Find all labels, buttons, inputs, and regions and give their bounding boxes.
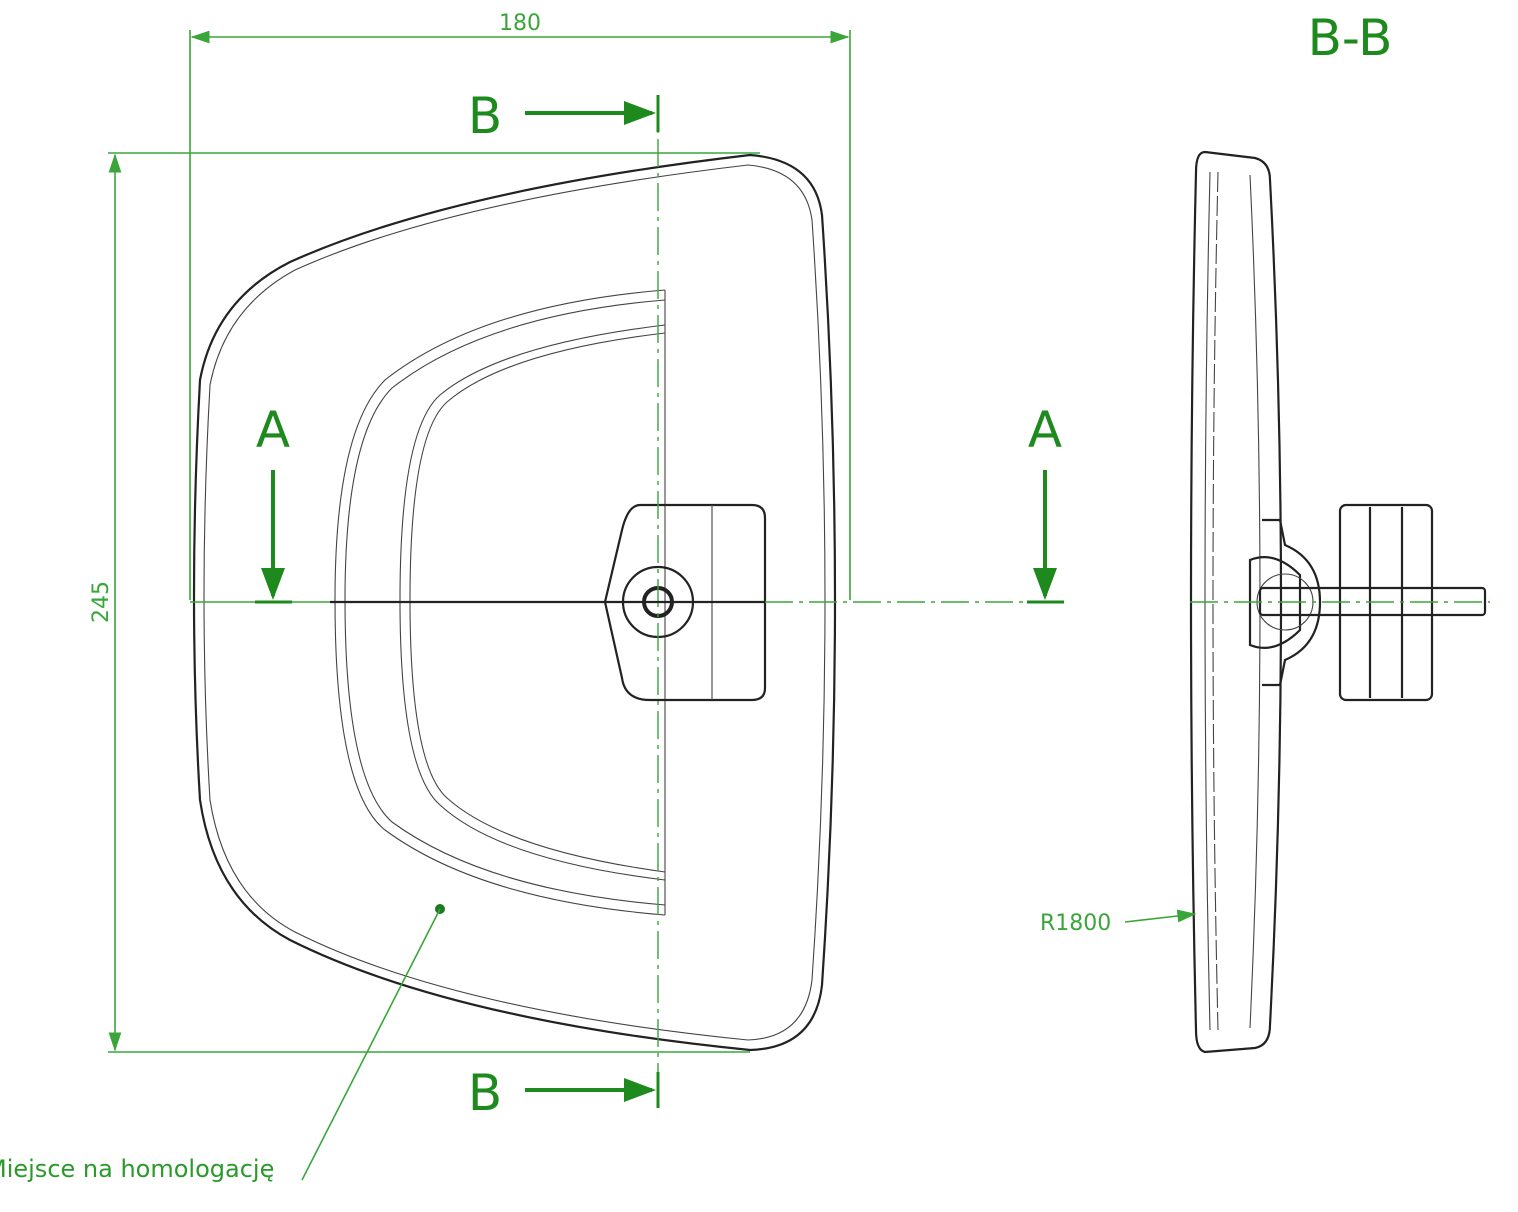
width-dimension-value: 180 <box>499 11 541 36</box>
section-marker-a-left: A <box>255 401 292 604</box>
height-dimension: 245 <box>89 152 760 1053</box>
mount-plate <box>603 503 767 702</box>
svg-text:B: B <box>468 1064 502 1122</box>
svg-text:A: A <box>256 401 290 459</box>
section-view-b-b: R1800 <box>1040 150 1490 1054</box>
width-dimension: 180 <box>189 11 851 600</box>
section-marker-a-right: A <box>1027 401 1064 604</box>
svg-text:A: A <box>1028 401 1062 459</box>
mirror-front-view <box>190 95 1060 1181</box>
radius-label: R1800 <box>1040 911 1111 936</box>
homologation-note: Miejsce na homologację <box>0 1155 274 1183</box>
section-title: B-B <box>1308 9 1393 67</box>
section-marker-b-top: B <box>468 87 660 145</box>
height-dimension-value: 245 <box>89 581 114 623</box>
ball-joint <box>1262 518 1322 687</box>
svg-text:B: B <box>468 87 502 145</box>
section-marker-b-bottom: B <box>468 1064 660 1122</box>
